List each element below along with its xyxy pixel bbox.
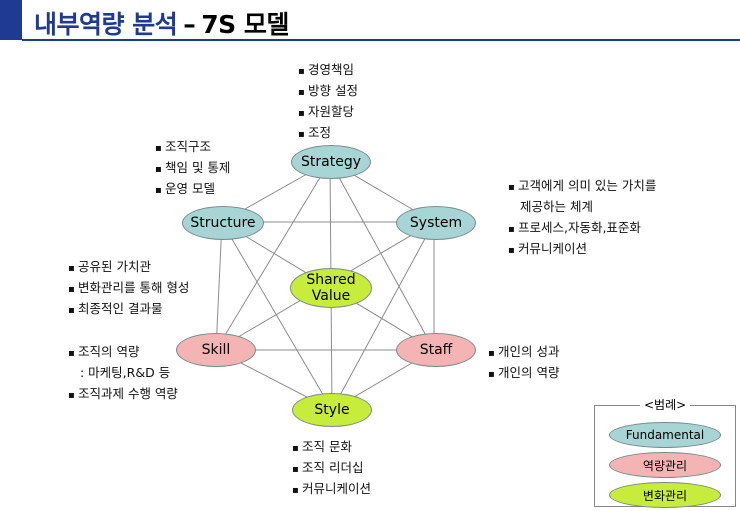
notes-shared-value: 공유된 가치관 변화관리를 통해 형성 최종적인 결과물 xyxy=(68,257,189,320)
edge-system-style xyxy=(331,221,435,411)
node-system: System xyxy=(396,206,476,240)
page-title: 내부역량 분석–7S 모델 xyxy=(34,5,289,41)
edge-structure-style xyxy=(221,221,333,411)
edge-strategy-staff xyxy=(329,160,435,351)
note-item: 개인의 역량 xyxy=(488,363,559,384)
legend-change: 변화관리 xyxy=(609,482,721,508)
note-item: 조직 문화 xyxy=(292,437,371,458)
header-rule xyxy=(22,39,740,41)
notes-strategy: 경영책임 방향 설정 자원할당 조정 xyxy=(298,60,358,144)
title-main: 내부역량 분석 xyxy=(34,10,178,39)
header: 내부역량 분석–7S 모델 xyxy=(0,0,740,41)
note-item: 개인의 성과 xyxy=(488,342,559,363)
node-strategy-label: Strategy xyxy=(301,154,361,170)
legend-capability: 역량관리 xyxy=(609,452,721,478)
header-accent-bar xyxy=(0,0,22,40)
note-item: 공유된 가치관 xyxy=(68,257,189,278)
notes-structure: 조직구조 책임 및 통제 운영 모델 xyxy=(155,137,230,200)
note-item: 커뮤니케이션 xyxy=(508,239,656,260)
node-style: Style xyxy=(292,393,372,427)
shared-value-line2: Value xyxy=(311,288,351,304)
note-item: 조직과제 수행 역량 xyxy=(68,384,178,405)
note-item: 변화관리를 통해 형성 xyxy=(68,278,189,299)
note-item: 제공하는 체계 xyxy=(520,199,593,214)
note-item: 조직구조 xyxy=(155,137,230,158)
legend-fundamental: Fundamental xyxy=(609,422,721,448)
node-structure-label: Structure xyxy=(190,215,256,231)
note-item: 방향 설정 xyxy=(298,81,358,102)
title-dash: – xyxy=(183,10,196,39)
note-item: 고객에게 의미 있는 가치를 xyxy=(508,176,656,197)
note-item: 커뮤니케이션 xyxy=(292,479,371,500)
note-item: 책임 및 통제 xyxy=(155,158,230,179)
note-item: 경영책임 xyxy=(298,60,358,81)
shared-value-line1: Shared xyxy=(306,272,356,288)
node-staff-label: Staff xyxy=(419,342,453,358)
node-strategy: Strategy xyxy=(291,145,371,179)
node-staff: Staff xyxy=(396,333,476,367)
edge-strategy-skill xyxy=(215,160,331,351)
title-sub: 7S 모델 xyxy=(201,10,289,39)
note-item: 조직의 역량 xyxy=(68,342,178,363)
node-style-label: Style xyxy=(314,402,350,418)
notes-style: 조직 문화 조직 리더십 커뮤니케이션 xyxy=(292,437,371,500)
legend-title: <범례> xyxy=(640,396,691,413)
notes-staff: 개인의 성과 개인의 역량 xyxy=(488,342,559,384)
note-item: 프로세스,자동화,표준화 xyxy=(508,218,656,239)
notes-system: 고객에게 의미 있는 가치를 제공하는 체계 프로세스,자동화,표준화 커뮤니케… xyxy=(508,176,656,260)
node-skill: Skill xyxy=(176,333,256,367)
note-item: 조직 리더십 xyxy=(292,458,371,479)
node-structure: Structure xyxy=(182,206,264,240)
note-item: 조정 xyxy=(298,123,358,144)
note-item: 최종적인 결과물 xyxy=(68,299,189,320)
node-system-label: System xyxy=(409,215,463,231)
note-item: 자원할당 xyxy=(298,102,358,123)
note-item: : 마케팅,R&D 등 xyxy=(80,365,171,380)
edge-structure-skill xyxy=(215,221,223,351)
node-skill-label: Skill xyxy=(201,342,231,358)
note-item: 운영 모델 xyxy=(155,179,230,200)
notes-skill: 조직의 역량 : 마케팅,R&D 등 조직과제 수행 역량 xyxy=(68,342,178,405)
